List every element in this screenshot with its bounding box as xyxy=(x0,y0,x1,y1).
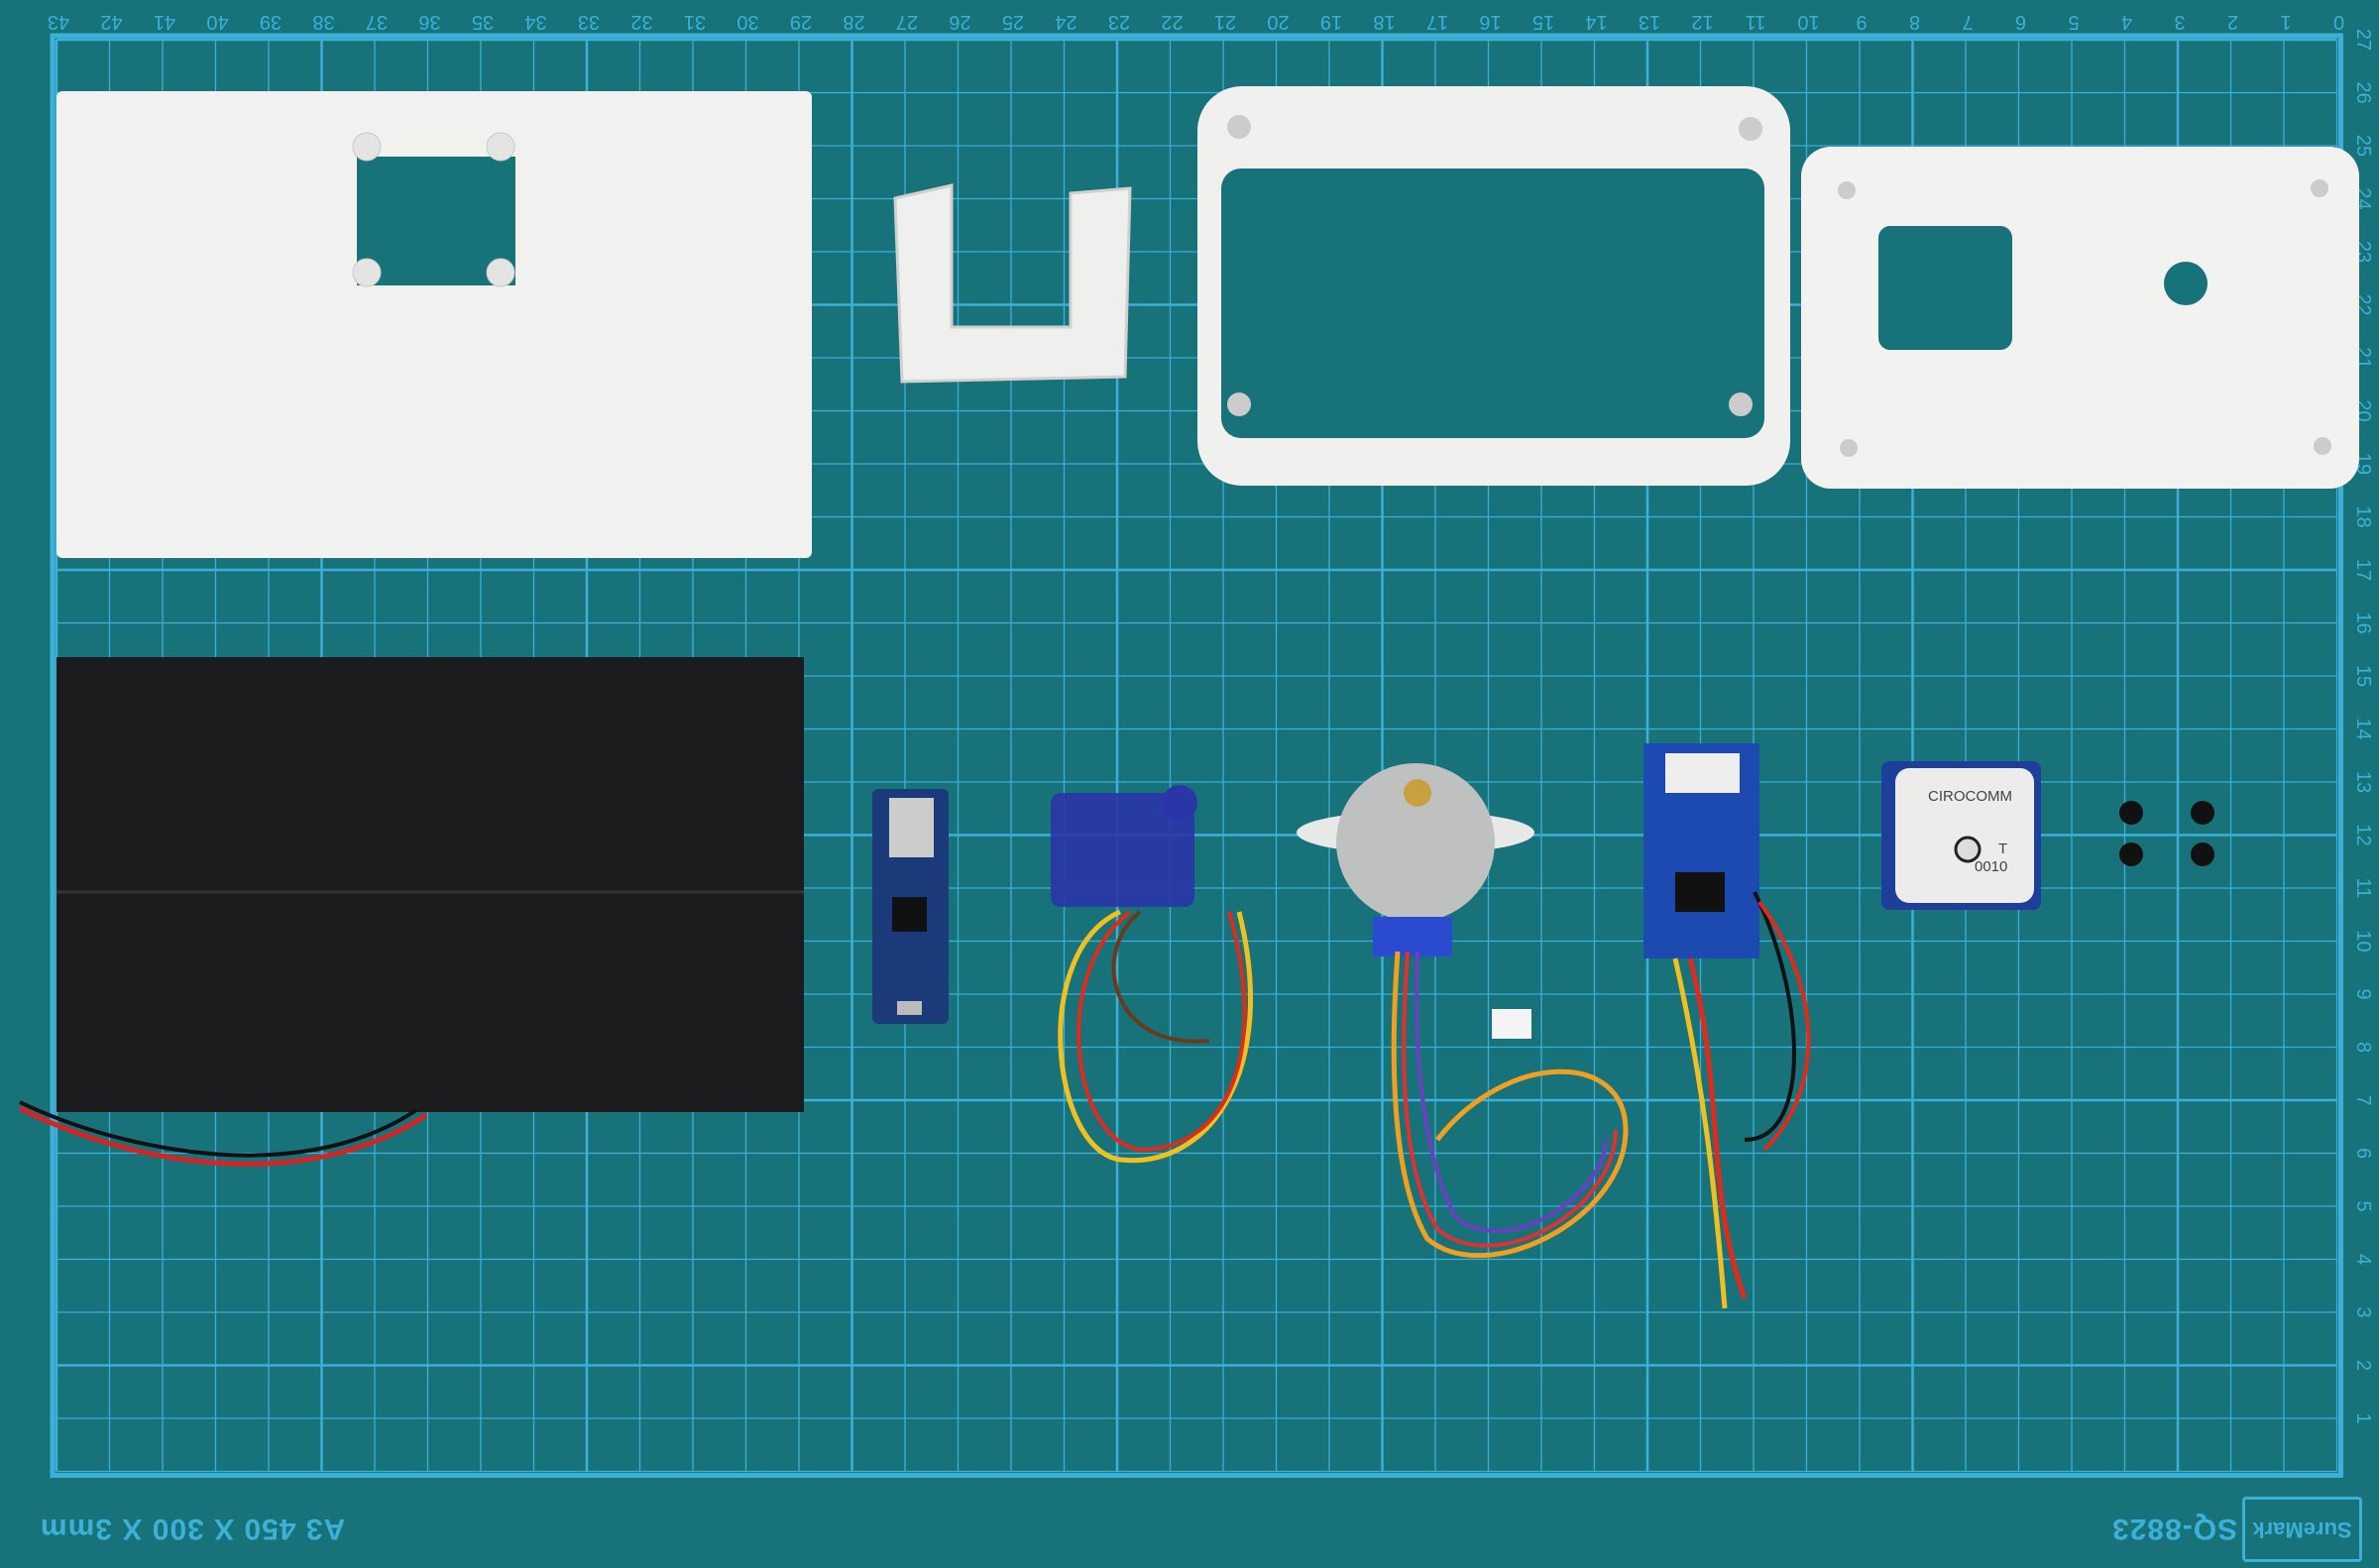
push-button-caps xyxy=(2119,801,2214,866)
ruler-top-label: 26 xyxy=(949,11,970,33)
ruler-right-label: 14 xyxy=(2352,718,2374,739)
gps-code-number: 0010 xyxy=(1975,858,2008,875)
ruler-right-label: 12 xyxy=(2352,824,2374,845)
ruler-top-label: 24 xyxy=(1055,11,1076,33)
ruler-top-label: 1 xyxy=(2280,11,2291,33)
mat-model-label: SQ-8823 xyxy=(2111,1512,2238,1545)
ruler-right-label: 2 xyxy=(2352,1360,2374,1371)
ruler-right-label: 15 xyxy=(2352,665,2374,687)
ruler-top-label: 38 xyxy=(312,11,334,33)
arduino-nano-board xyxy=(872,789,949,1024)
lid-square-cutout xyxy=(1878,226,2012,350)
ruler-top-label: 5 xyxy=(2068,11,2079,33)
mat-size-label: A3 450 X 300 X 3mm xyxy=(40,1512,346,1545)
base-plate-cutout xyxy=(357,157,515,285)
ruler-right-label: 27 xyxy=(2352,29,2374,51)
solar-black-wire xyxy=(19,1100,418,1158)
stepper-driver-board xyxy=(1643,743,1811,1309)
ruler-right-label: 9 xyxy=(2352,988,2374,999)
ruler-top: 0123456789101112131415161718192021222324… xyxy=(48,11,2344,33)
ruler-right-label: 13 xyxy=(2352,771,2374,793)
ruler-top-label: 39 xyxy=(260,11,282,33)
ruler-top-label: 22 xyxy=(1161,11,1183,33)
ruler-top-label: 18 xyxy=(1373,11,1395,33)
gps-code-letter: T xyxy=(1998,840,2008,857)
ruler-top-label: 10 xyxy=(1797,11,1819,33)
enclosure-lid xyxy=(1801,147,2359,489)
ruler-top-label: 2 xyxy=(2227,11,2238,33)
ruler-top-label: 42 xyxy=(100,11,122,33)
ruler-top-label: 43 xyxy=(48,11,69,33)
ruler-top-label: 27 xyxy=(896,11,918,33)
ruler-right-label: 25 xyxy=(2352,135,2374,157)
ruler-right-label: 1 xyxy=(2352,1412,2374,1423)
ruler-top-label: 9 xyxy=(1856,11,1867,33)
ruler-right-label: 5 xyxy=(2352,1200,2374,1211)
ruler-top-label: 20 xyxy=(1267,11,1289,33)
enclosure-frame xyxy=(1197,86,1790,486)
ruler-right-label: 6 xyxy=(2352,1148,2374,1159)
ruler-top-label: 14 xyxy=(1585,11,1607,33)
ruler-right-label: 4 xyxy=(2352,1254,2374,1265)
ruler-top-label: 0 xyxy=(2333,11,2344,33)
solar-red-wire xyxy=(18,1105,428,1167)
ruler-top-label: 37 xyxy=(366,11,388,33)
ruler-top-label: 23 xyxy=(1108,11,1130,33)
grid-border xyxy=(50,33,2343,1478)
lid-round-hole xyxy=(2164,262,2208,305)
ruler-top-label: 11 xyxy=(1746,11,1766,33)
ruler-top-label: 6 xyxy=(2015,11,2026,33)
solar-panel xyxy=(18,657,804,1167)
ruler-top-label: 15 xyxy=(1532,11,1554,33)
ruler-top-label: 33 xyxy=(578,11,600,33)
servo-motor xyxy=(1051,785,1254,1164)
ruler-top-label: 8 xyxy=(1909,11,1920,33)
ruler-right-label: 17 xyxy=(2352,559,2374,581)
ruler-top-label: 29 xyxy=(790,11,812,33)
ruler-top-label: 17 xyxy=(1426,11,1448,33)
ruler-top-label: 35 xyxy=(472,11,494,33)
ruler-top-label: 30 xyxy=(736,11,758,33)
ruler-top-label: 3 xyxy=(2174,11,2185,33)
ruler-top-label: 7 xyxy=(1962,11,1973,33)
ruler-top-label: 41 xyxy=(154,11,175,33)
stepper-connector xyxy=(1492,1009,1531,1039)
ruler-top-label: 16 xyxy=(1479,11,1501,33)
ruler-top-label: 19 xyxy=(1320,11,1342,33)
gps-brand-label: CIROCOMM xyxy=(1928,788,2012,805)
enclosure-base-plate xyxy=(57,91,812,558)
ruler-right-label: 10 xyxy=(2352,930,2374,952)
stepper-motor xyxy=(1297,763,1629,1259)
ruler-top-label: 13 xyxy=(1639,11,1660,33)
ruler-top-label: 4 xyxy=(2121,11,2132,33)
ruler-top-label: 34 xyxy=(524,11,546,33)
u-bracket xyxy=(893,183,1132,384)
brand-logo: SureMark xyxy=(2242,1497,2362,1562)
ruler-top-label: 25 xyxy=(1002,11,1024,33)
ruler-right-label: 7 xyxy=(2352,1094,2374,1105)
ruler-top-label: 28 xyxy=(843,11,864,33)
ruler-top-label: 21 xyxy=(1214,11,1236,33)
ruler-top-label: 12 xyxy=(1691,11,1713,33)
ruler-top-label: 36 xyxy=(418,11,440,33)
ruler-right-label: 3 xyxy=(2352,1306,2374,1317)
ruler-top-label: 40 xyxy=(206,11,228,33)
ruler-right-label: 16 xyxy=(2352,612,2374,633)
ruler-right-label: 18 xyxy=(2352,505,2374,527)
ruler-right-label: 11 xyxy=(2352,878,2374,899)
ruler-right-label: 26 xyxy=(2352,81,2374,103)
ruler-right-label: 8 xyxy=(2352,1042,2374,1053)
ruler-top-label: 31 xyxy=(684,11,706,33)
gps-antenna-module xyxy=(1881,761,2041,910)
ruler-top-label: 32 xyxy=(630,11,652,33)
